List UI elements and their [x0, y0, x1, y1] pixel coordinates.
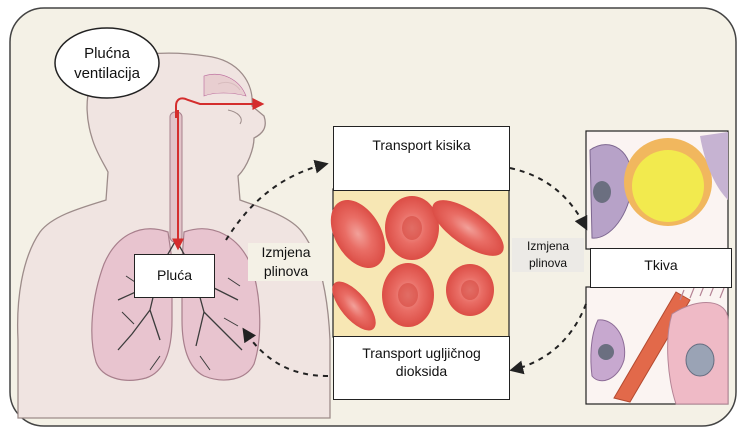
oxygen-transport-label: Transport kisika [372, 137, 470, 155]
co2-transport-box: Transport ugljičnog dioksida [333, 336, 510, 400]
gas-exchange-right-line1: Izmjena [512, 238, 584, 255]
gas-exchange-left-line2: plinova [248, 262, 324, 281]
tissues-label: Tkiva [644, 257, 677, 275]
co2-transport-line2: dioksida [362, 363, 481, 381]
co2-transport-label: Transport ugljičnog dioksida [362, 345, 481, 380]
lungs-label: Pluća [157, 267, 192, 285]
ventilation-label-line2: ventilacija [60, 64, 154, 84]
gas-exchange-left-line1: Izmjena [248, 243, 324, 262]
ventilation-label-line1: Plućna [60, 44, 154, 64]
tissues-box: Tkiva [590, 248, 732, 288]
gas-exchange-right-label: Izmjena plinova [512, 238, 584, 272]
blood-cells-image [320, 189, 513, 337]
oxygen-transport-box: Transport kisika [333, 126, 510, 191]
co2-transport-line1: Transport ugljičnog [362, 345, 481, 363]
gas-exchange-right-line2: plinova [512, 255, 584, 272]
tissue-image-bottom [586, 286, 728, 404]
lungs-box: Pluća [134, 254, 215, 298]
tissue-image-top [586, 131, 728, 249]
gas-exchange-left-label: Izmjena plinova [248, 243, 324, 281]
ventilation-label: Plućna ventilacija [60, 44, 154, 84]
